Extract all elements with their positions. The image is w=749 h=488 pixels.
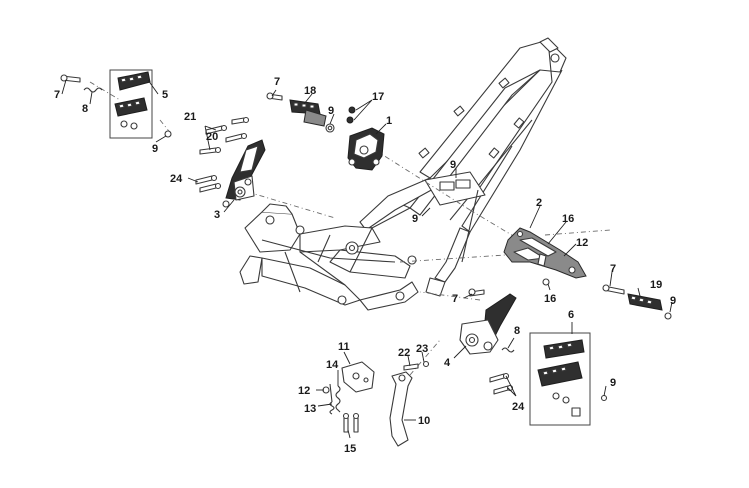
callout-6: 6 <box>568 309 574 321</box>
callout-8: 8 <box>82 103 88 115</box>
callout-9: 9 <box>450 159 456 171</box>
callout-14: 14 <box>326 359 339 371</box>
rear-bracket-right <box>503 227 587 286</box>
callout-8: 8 <box>514 325 520 337</box>
callout-7: 7 <box>54 89 60 101</box>
left-footpeg-bracket <box>195 116 266 208</box>
callout-15: 15 <box>344 443 356 455</box>
callout-23: 23 <box>416 343 428 355</box>
callout-1: 1 <box>386 115 392 127</box>
callout-7: 7 <box>274 76 280 88</box>
rear-bracket-left <box>346 106 385 171</box>
callout-9: 9 <box>328 105 334 117</box>
callout-9: 9 <box>610 377 616 389</box>
side-stand-assembly <box>322 360 430 447</box>
callout-7: 7 <box>452 293 458 305</box>
rider-footpeg-kit-right <box>529 332 608 426</box>
passenger-footpeg-right <box>602 284 672 320</box>
callout-10: 10 <box>418 415 430 427</box>
callout-labels: 7 8 5 9 21 20 24 3 7 18 9 17 1 9 9 2 16 … <box>54 76 676 455</box>
callout-11: 11 <box>338 341 350 353</box>
callout-17: 17 <box>372 91 384 103</box>
callout-13: 13 <box>304 403 316 415</box>
callout-9: 9 <box>152 143 158 155</box>
callout-12: 12 <box>576 237 588 249</box>
callout-5: 5 <box>162 89 168 101</box>
callout-4: 4 <box>444 357 451 369</box>
callout-7: 7 <box>610 263 616 275</box>
main-frame <box>239 37 567 311</box>
callout-2: 2 <box>536 197 542 209</box>
callout-16: 16 <box>544 293 556 305</box>
callout-22: 22 <box>398 347 410 359</box>
callout-12: 12 <box>298 385 310 397</box>
callout-19: 19 <box>650 279 662 291</box>
callout-3: 3 <box>214 209 220 221</box>
callout-16: 16 <box>562 213 574 225</box>
rider-footpeg-kit-left <box>60 69 172 139</box>
callout-24: 24 <box>512 401 525 413</box>
callout-9: 9 <box>412 213 418 225</box>
callout-9: 9 <box>670 295 676 307</box>
callout-24: 24 <box>170 173 183 185</box>
passenger-footpeg-left <box>266 92 335 133</box>
callout-20: 20 <box>206 131 218 143</box>
callout-18: 18 <box>304 85 316 97</box>
callout-21: 21 <box>184 111 196 123</box>
right-footpeg-bracket <box>459 288 517 395</box>
leader-lines <box>61 79 673 439</box>
